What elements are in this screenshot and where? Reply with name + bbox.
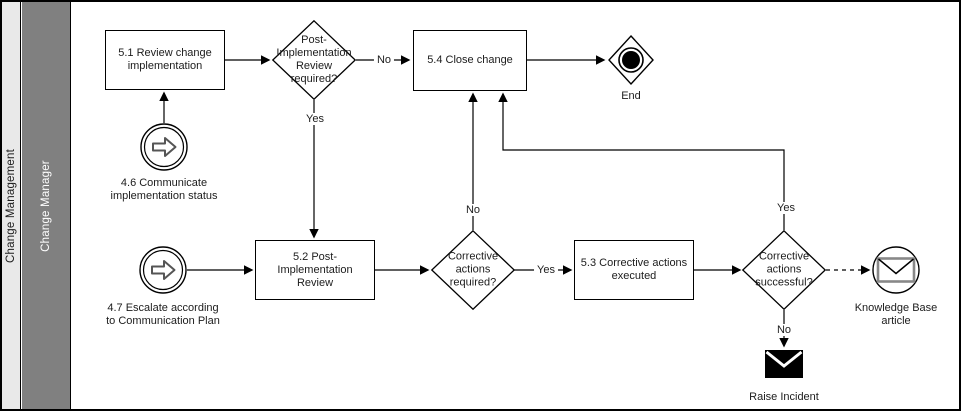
- label-event-4-7: 4.7 Escalate according to Communication …: [106, 302, 220, 327]
- label-knowledge-base: Knowledge Base article: [854, 302, 938, 327]
- task-5-1-review-change-implementation: 5.1 Review change implementation: [105, 30, 225, 90]
- knowledge-base-article-node: [872, 246, 920, 294]
- link-event-4-7: [139, 246, 187, 294]
- gateway-corrective-actions-successful: Corrective actions successful?: [741, 229, 827, 311]
- black-envelope-icon: [765, 350, 803, 378]
- label-end: End: [621, 90, 641, 102]
- pool-label: Change Management: [5, 148, 18, 263]
- task-5-2-post-implementation-review: 5.2 Post- Implementation Review: [255, 240, 375, 300]
- task-5-4-close-change: 5.4 Close change: [413, 30, 527, 91]
- link-event-4-6: [140, 123, 188, 171]
- end-event-icon: [608, 34, 654, 86]
- link-arrow-icon: [140, 123, 188, 171]
- gateway-label: Corrective actions required?: [447, 250, 499, 289]
- diamond-shape: [430, 229, 516, 311]
- edge-label-car-yes: Yes: [534, 264, 558, 276]
- gateway-post-implementation-review-required: Post- Implementation Review required?: [271, 19, 357, 101]
- edge-label-car-no: No: [462, 204, 484, 216]
- gateway-label: Corrective actions successful?: [755, 250, 813, 289]
- label-raise-incident: Raise Incident: [749, 391, 819, 403]
- diamond-shape: [271, 19, 357, 101]
- gateway-corrective-actions-required: Corrective actions required?: [430, 229, 516, 311]
- edge-label-cas-no: No: [773, 324, 795, 336]
- lane-change-manager: Change Manager: [22, 2, 71, 409]
- link-arrow-icon: [139, 246, 187, 294]
- gateway-label: Post- Implementation Review required?: [276, 34, 352, 85]
- envelope-circle-icon: [872, 246, 920, 294]
- pool-change-management: Change Management: [2, 2, 21, 409]
- lane-label: Change Manager: [40, 159, 53, 252]
- edge-label-cas-yes: Yes: [774, 202, 798, 214]
- end-event: [608, 34, 654, 86]
- edge-label-pir-yes: Yes: [303, 113, 327, 125]
- diamond-shape: [741, 229, 827, 311]
- task-5-3-corrective-actions-executed: 5.3 Corrective actions executed: [574, 240, 694, 300]
- label-event-4-6: 4.6 Communicate implementation status: [110, 177, 218, 202]
- raise-incident-node: [765, 350, 803, 378]
- edge-label-pir-no: No: [373, 54, 395, 66]
- flow-gateway-cas-yes-to-task54: [498, 92, 785, 230]
